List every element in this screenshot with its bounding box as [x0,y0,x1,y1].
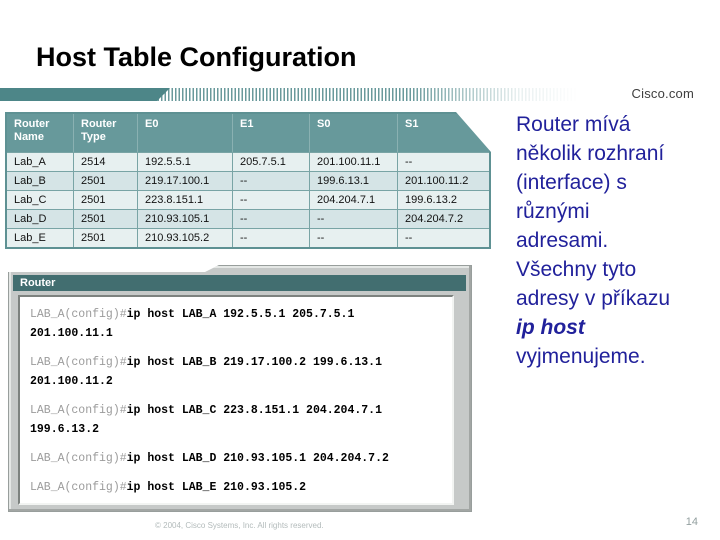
table-cell: 223.8.151.1 [137,191,232,209]
window-titlebar: Router [13,275,466,291]
terminal-command-continuation: 201.100.11.1 [30,327,113,340]
table-cell: Lab_A [14,156,46,168]
table-cell: -- [232,229,309,247]
table-cell: -- [232,210,309,228]
header-e0: E0 [137,114,232,152]
note-line: Router mívá [516,113,631,136]
header-teal-bar [0,88,170,101]
terminal-prompt: LAB_A(config)# [30,452,127,465]
note-line: Všechny tyto [516,258,637,281]
table-cell: 210.93.105.2 [137,229,232,247]
table-cell: -- [309,210,397,228]
note-line: adresami. [516,229,609,252]
terminal-command-block: LAB_A(config)#ip host LAB_C 223.8.151.1 … [30,401,452,439]
table-cell: 199.6.13.2 [397,191,489,209]
terminal-command: ip host LAB_E 210.93.105.2 [126,481,307,494]
table-cell: Lab_D [14,213,47,225]
header-e1: E1 [232,114,309,152]
terminal-output: LAB_A(config)#ip host LAB_A 192.5.5.1 20… [18,295,454,505]
terminal-command-block: LAB_A(config)#ip host LAB_A 192.5.5.1 20… [30,305,452,343]
terminal-command-continuation: 201.100.11.2 [30,375,113,388]
note-line: adresy v příkazu [516,287,671,310]
header-router-name: Router Name [14,118,50,143]
header-stripe-decoration [154,88,578,101]
table-cell: 2501 [73,229,137,247]
terminal-command-block: LAB_A(config)#ip host LAB_E 210.93.105.2 [30,478,452,497]
terminal-command: ip host LAB_B 219.17.100.2 199.6.13.1 [126,356,382,369]
table-cell: Lab_B [14,175,46,187]
table-cell: 201.100.11.1 [309,153,397,171]
terminal-command: ip host LAB_C 223.8.151.1 204.204.7.1 [126,404,382,417]
note-line: různými [516,200,590,223]
table-cell: 205.7.5.1 [232,153,309,171]
terminal-prompt: LAB_A(config)# [30,404,127,417]
table-row: Lab_C 2501 223.8.151.1 -- 204.204.7.1 19… [7,190,489,209]
table-cell: 210.93.105.1 [137,210,232,228]
table-cell: -- [232,172,309,190]
table-cell: 204.204.7.1 [309,191,397,209]
header-router-type: Router Type [73,114,137,152]
note-line-ip-host-emphasis: ip host [516,316,585,339]
header-s1: S1 [397,114,489,152]
table-cell: 2501 [73,172,137,190]
host-table: Router Name Router Type E0 E1 S0 S1 Lab_… [5,112,491,249]
terminal-command: ip host LAB_D 210.93.105.1 204.204.7.2 [126,452,389,465]
note-line: několik rozhraní [516,142,665,165]
window-title: Router [20,277,56,289]
table-cell: 2514 [73,153,137,171]
table-cell: -- [397,153,489,171]
note-text: Router mívá několik rozhraní (interface)… [516,110,718,371]
table-cell: 204.204.7.2 [397,210,489,228]
table-cell: -- [309,229,397,247]
table-cell: 192.5.5.1 [137,153,232,171]
router-terminal-window: Router LAB_A(config)#ip host LAB_A 192.5… [8,265,472,512]
host-table-header-row: Router Name Router Type E0 E1 S0 S1 [7,114,489,152]
note-line: (interface) s [516,171,627,194]
table-cell: 199.6.13.1 [309,172,397,190]
table-cell: -- [397,229,489,247]
cisco-brand-label: Cisco.com [631,86,694,101]
terminal-prompt: LAB_A(config)# [30,308,127,321]
table-row: Lab_B 2501 219.17.100.1 -- 199.6.13.1 20… [7,171,489,190]
table-cell: Lab_E [14,232,46,244]
table-cell: -- [232,191,309,209]
terminal-command-block: LAB_A(config)#ip host LAB_B 219.17.100.2… [30,353,452,391]
table-row: Lab_E 2501 210.93.105.2 -- -- -- [7,228,489,247]
table-cell: Lab_C [14,194,47,206]
header-s0: S0 [309,114,397,152]
page-number: 14 [685,516,698,528]
note-line: vyjmenujeme. [516,345,646,368]
table-cell: 2501 [73,191,137,209]
terminal-prompt: LAB_A(config)# [30,356,127,369]
copyright-text: © 2004, Cisco Systems, Inc. All rights r… [155,521,324,530]
table-cell: 219.17.100.1 [137,172,232,190]
terminal-command-block: LAB_A(config)#ip host LAB_D 210.93.105.1… [30,449,452,468]
table-cell: 201.100.11.2 [397,172,489,190]
page-title: Host Table Configuration [36,42,357,72]
terminal-command-continuation: 199.6.13.2 [30,423,100,436]
terminal-command: ip host LAB_A 192.5.5.1 205.7.5.1 [126,308,355,321]
table-row: Lab_D 2501 210.93.105.1 -- -- 204.204.7.… [7,209,489,228]
terminal-prompt: LAB_A(config)# [30,481,127,494]
table-row: Lab_A 2514 192.5.5.1 205.7.5.1 201.100.1… [7,152,489,171]
table-cell: 2501 [73,210,137,228]
